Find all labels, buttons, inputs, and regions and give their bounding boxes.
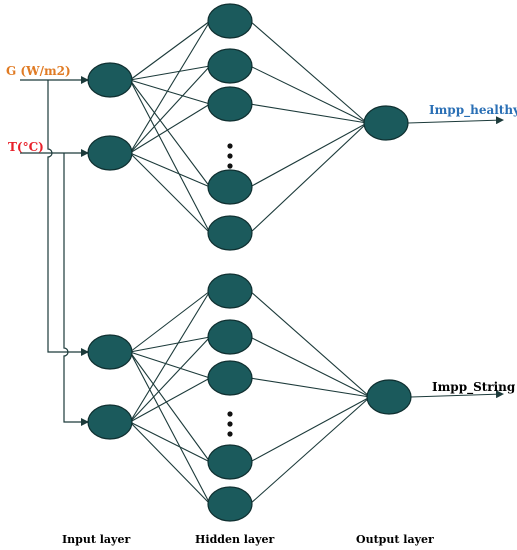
input-label-t: T(°C) bbox=[8, 140, 44, 154]
output-arrow-string bbox=[410, 390, 504, 399]
output-layer-label: Output layer bbox=[356, 533, 434, 546]
edge-healthy-hid5-out bbox=[249, 122, 368, 234]
edge-healthy-in1-hid2 bbox=[129, 65, 211, 81]
hidden-neuron-healthy-3 bbox=[207, 86, 253, 122]
edge-healthy-hid4-out bbox=[249, 122, 368, 188]
edge-string-in2-hid4 bbox=[129, 421, 211, 463]
hidden-neuron-string-3 bbox=[207, 360, 253, 396]
edge-healthy-in2-hid3 bbox=[129, 103, 211, 154]
input-neuron-string-1 bbox=[87, 334, 133, 370]
edge-string-in2-hid2 bbox=[129, 336, 211, 423]
hidden-layer-label: Hidden layer bbox=[195, 533, 274, 546]
edge-string-in1-hid2 bbox=[129, 336, 211, 353]
output-neuron-healthy bbox=[363, 105, 409, 141]
edge-string-in2-hid5 bbox=[129, 421, 211, 505]
ellipsis-dot-healthy-3 bbox=[227, 163, 233, 169]
edge-string-in2-hid1 bbox=[129, 290, 211, 423]
hidden-neuron-string-4 bbox=[207, 444, 253, 480]
edge-string-hid4-out bbox=[249, 396, 371, 463]
ellipsis-dot-string-1 bbox=[227, 411, 233, 417]
ellipsis-dot-healthy-1 bbox=[227, 143, 233, 149]
input-wiring bbox=[20, 76, 89, 426]
output-label-healthy: Impp_healthy bbox=[429, 103, 517, 118]
wire-t-bottom bbox=[63, 153, 89, 426]
edge-string-hid1-out bbox=[249, 290, 371, 398]
hidden-neuron-healthy-4 bbox=[207, 169, 253, 205]
edge-string-in1-hid5 bbox=[129, 351, 211, 505]
hidden-neuron-healthy-5 bbox=[207, 215, 253, 251]
hidden-neuron-healthy-2 bbox=[207, 48, 253, 84]
input-layer-label: Input layer bbox=[62, 533, 130, 546]
edge-healthy-hid2-out bbox=[249, 65, 368, 124]
ellipsis-dots bbox=[227, 143, 233, 437]
edge-healthy-in1-hid5 bbox=[129, 79, 211, 234]
edge-healthy-in2-hid2 bbox=[129, 65, 211, 154]
hidden-neuron-string-1 bbox=[207, 273, 253, 309]
input-label-g: G (W/m2) bbox=[6, 64, 71, 78]
connections bbox=[129, 20, 504, 505]
wire-g-bottom bbox=[47, 80, 89, 356]
edge-healthy-in1-hid1 bbox=[129, 20, 211, 81]
neurons bbox=[87, 3, 412, 522]
edge-string-in1-hid1 bbox=[129, 290, 211, 353]
output-arrow-healthy bbox=[407, 116, 504, 125]
input-neuron-healthy-2 bbox=[87, 135, 133, 171]
hidden-neuron-healthy-1 bbox=[207, 3, 253, 39]
edge-healthy-hid1-out bbox=[249, 20, 368, 124]
edge-string-hid3-out bbox=[249, 377, 371, 398]
edge-string-in1-hid3 bbox=[129, 351, 211, 379]
output-neuron-string bbox=[366, 379, 412, 415]
edge-string-hid2-out bbox=[249, 336, 371, 398]
edge-healthy-in2-hid1 bbox=[129, 20, 211, 154]
input-neuron-healthy-1 bbox=[87, 62, 133, 98]
edge-healthy-in2-hid5 bbox=[129, 152, 211, 234]
ellipsis-dot-string-2 bbox=[227, 421, 233, 427]
edge-string-in1-hid4 bbox=[129, 351, 211, 463]
hidden-neuron-string-5 bbox=[207, 486, 253, 522]
ellipsis-dot-string-3 bbox=[227, 431, 233, 437]
edge-healthy-in1-hid4 bbox=[129, 79, 211, 188]
edge-string-in2-hid3 bbox=[129, 377, 211, 423]
edge-string-hid5-out bbox=[249, 396, 371, 505]
output-label-string: Impp_String bbox=[432, 380, 516, 395]
edge-healthy-in1-hid3 bbox=[129, 79, 211, 105]
edge-healthy-in2-hid4 bbox=[129, 152, 211, 188]
edge-healthy-hid3-out bbox=[249, 103, 368, 124]
ellipsis-dot-healthy-2 bbox=[227, 153, 233, 159]
hidden-neuron-string-2 bbox=[207, 319, 253, 355]
input-neuron-string-2 bbox=[87, 404, 133, 440]
